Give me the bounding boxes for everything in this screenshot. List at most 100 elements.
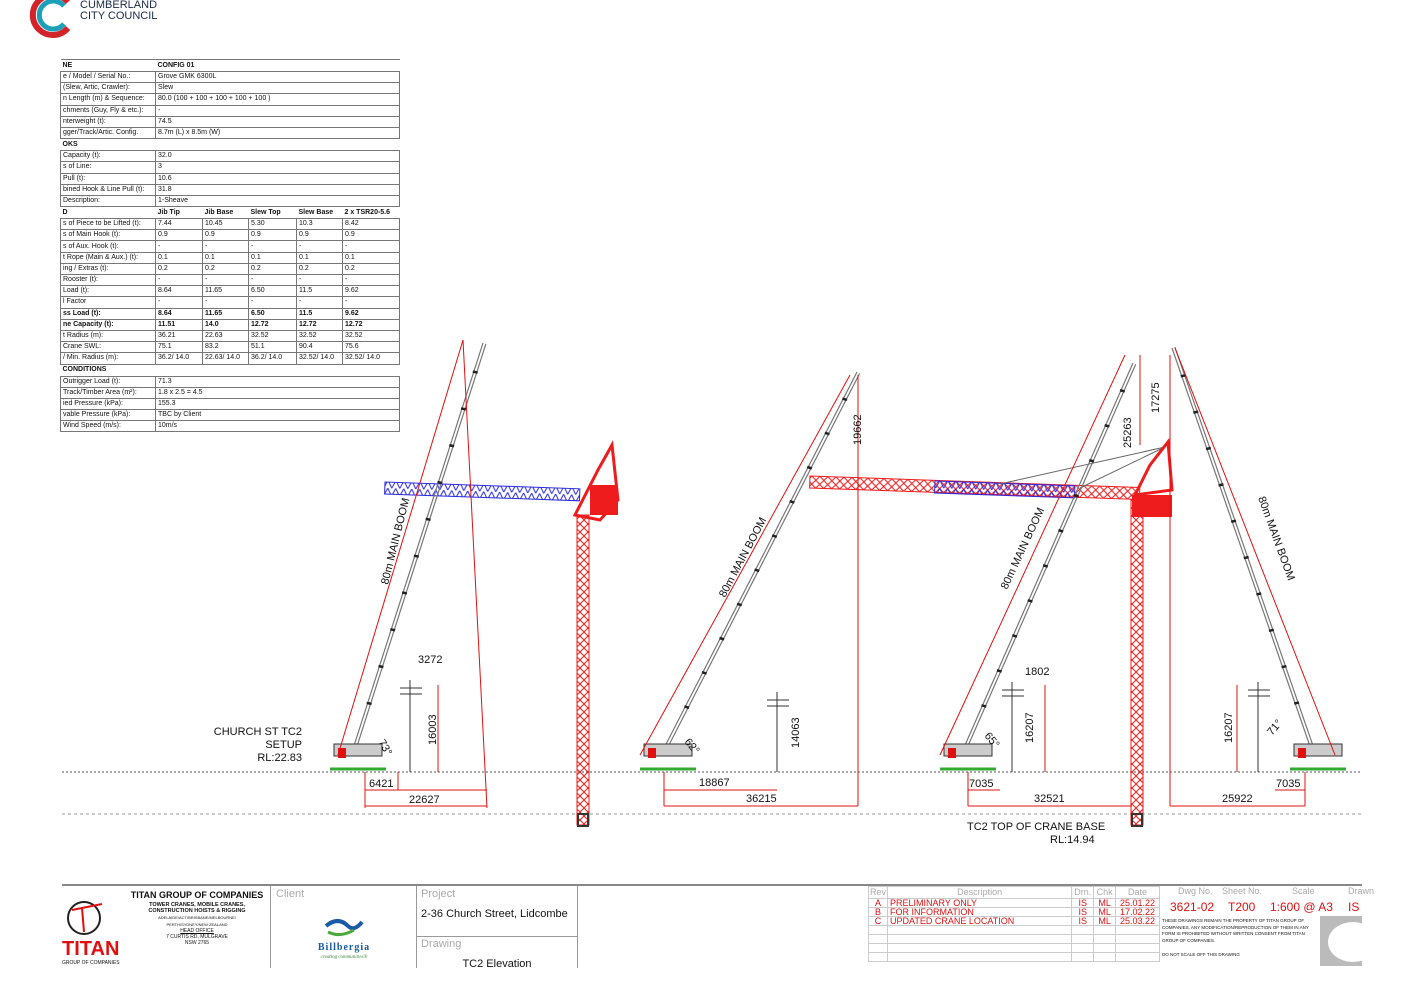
tower-crane-1 — [384, 440, 620, 827]
drawn-by: IS — [1348, 900, 1360, 914]
dim-setup1-top: 3272 — [418, 654, 442, 666]
company-locations-2: PERTH/SYDNEY/NEW ZEALAND — [166, 922, 228, 927]
drawing-label: Drawing — [421, 938, 462, 950]
address-line-2: NSW 2765 — [184, 940, 210, 946]
table-cell: 0.9 — [296, 229, 343, 242]
revision-row — [867, 925, 1160, 935]
revision-header: Chk — [1093, 886, 1117, 899]
revision-header: Drn. — [1071, 886, 1095, 899]
setup-note-1: CHURCH ST TC2 — [214, 726, 302, 738]
table-row: Rooster (t):----- — [60, 273, 401, 287]
revision-cell — [887, 934, 1073, 944]
table-cell: 31.8 — [154, 183, 401, 196]
dim-setup2-height: 14063 — [790, 717, 802, 748]
crane-elevation-drawing: 80m MAIN BOOM 80m MAIN BOOM 80m MAIN BOO… — [62, 339, 1362, 846]
revision-cell — [1071, 952, 1095, 962]
company-services-1: TOWER CRANES, MOBILE CRANES, — [149, 902, 245, 908]
table-row: gger/Track/Artic. Config.8.7m (L) x 8.5m… — [60, 126, 401, 140]
revision-cell: UPDATED CRANE LOCATION — [887, 916, 1073, 926]
company-services-2: CONSTRUCTION HOISTS & RIGGING — [148, 908, 246, 914]
revision-cell — [1115, 943, 1160, 953]
sheet-no: T200 — [1228, 900, 1256, 914]
dim-setup3-near: 7035 — [969, 778, 993, 790]
titan-info: TITAN GROUP OF COMPANIES TITAN GROUP OF … — [62, 886, 271, 968]
boom-label-3: 80m MAIN BOOM — [999, 506, 1047, 591]
council-name-line2: CITY COUNCIL — [80, 10, 158, 22]
revision-header: Description — [887, 886, 1073, 899]
corner-logo — [1320, 916, 1362, 966]
table-cell: 8.42 — [341, 218, 401, 231]
titan-logo-icon — [67, 901, 103, 935]
table-cell: 1-Sheave — [154, 194, 401, 208]
table-cell: 10.45 — [202, 218, 249, 231]
mobile-crane-1 — [330, 342, 487, 771]
scale-value: 1:600 @ A3 — [1270, 900, 1333, 914]
dim-setup1-height: 16003 — [427, 714, 439, 745]
table-cell: s of Aux. Hook (t): — [60, 240, 156, 253]
revision-cell: 25.03.22 — [1115, 916, 1160, 926]
table-cell: 10m/s — [154, 420, 401, 433]
table-row: s of Aux. Hook (t):----- — [60, 240, 401, 253]
table-row: e / Model / Serial No.:Grove GMK 6300L — [60, 70, 401, 84]
client-name: Billbergia — [317, 942, 371, 953]
table-row: chments (Guy, Fly & etc.):- — [60, 104, 401, 117]
revision-cell — [867, 925, 889, 935]
dim-setup3-far: 32521 — [1034, 793, 1065, 805]
table-row: Description:1-Sheave — [60, 194, 401, 208]
tower-crane-2 — [809, 438, 1174, 827]
dim-setup3-height: 16207 — [1024, 712, 1036, 743]
project-value: 2-36 Church Street, Lidcombe — [421, 908, 568, 920]
revision-cell — [867, 934, 889, 944]
client-label: Client — [276, 888, 305, 900]
table-cell: 0.9 — [248, 229, 297, 242]
revision-cell: ML — [1093, 916, 1117, 926]
boom-label-4: 80m MAIN BOOM — [1255, 495, 1297, 582]
revision-cell — [887, 925, 1073, 935]
table-cell: gger/Track/Artic. Config. — [60, 126, 156, 140]
table-row: Wind Speed (m/s):10m/s — [60, 420, 401, 433]
title-block: TITAN GROUP OF COMPANIES TITAN GROUP OF … — [62, 884, 1374, 968]
table-row: Outrigger Load (t):71.3 — [60, 375, 401, 388]
revision-cell: C — [867, 916, 889, 926]
tc2-note-2: RL:14.94 — [1050, 834, 1095, 846]
table-row: Capacity (t):32.0 — [60, 150, 401, 163]
table-row: ied Pressure (kPa):155.3 — [60, 397, 401, 411]
council-logo — [29, 0, 71, 38]
table-cell: 7.44 — [155, 218, 203, 231]
table-cell: - — [248, 240, 297, 253]
mobile-crane-3 — [940, 362, 1137, 771]
dim-setup3-top: 1802 — [1025, 666, 1049, 678]
dwg-no-label: Dwg No. — [1178, 886, 1213, 896]
dim-setup4-far: 25922 — [1222, 793, 1253, 805]
table-cell: 8.7m (L) x 8.5m (W) — [154, 126, 401, 140]
table-cell: Description: — [60, 194, 156, 208]
mobile-crane-4 — [1171, 346, 1346, 771]
revision-cell — [1115, 934, 1160, 944]
revision-cell — [887, 952, 1073, 962]
setup-note-2: SETUP — [265, 739, 302, 751]
dim-setup4-angle: 71° — [1265, 717, 1285, 737]
table-cell: - — [296, 240, 343, 253]
tc2-note-1: TC2 TOP OF CRANE BASE — [967, 821, 1105, 833]
client-tagline: creating communities® — [320, 955, 368, 960]
mobile-crane-2 — [640, 371, 861, 771]
company-locations-1: ADELAIDE/ACT/BRISBANE/MELBOURNE/ — [158, 915, 236, 920]
revision-cell — [1093, 943, 1117, 953]
dim-setup4-height: 16207 — [1223, 712, 1235, 743]
head-office-label: HEAD OFFICE — [180, 928, 214, 934]
scale-label: Scale — [1292, 886, 1315, 896]
table-cell: Capacity (t): — [60, 150, 156, 163]
revision-cell — [867, 952, 889, 962]
table-cell: 0.9 — [341, 229, 401, 242]
table-row: bined Hook & Line Pull (t):31.8 — [60, 183, 401, 196]
revision-cell — [1071, 943, 1095, 953]
revision-cell — [1093, 934, 1117, 944]
table-cell: 10.6 — [154, 172, 401, 185]
